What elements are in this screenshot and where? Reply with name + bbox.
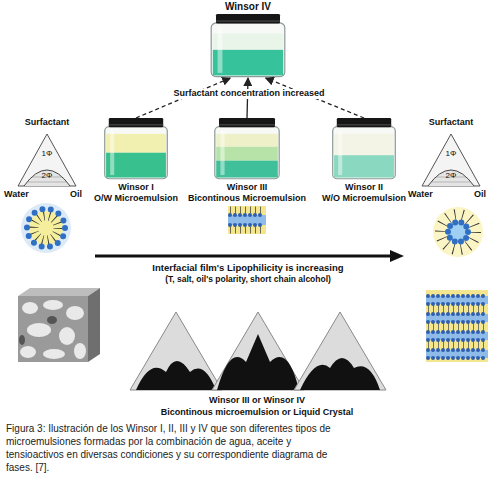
vial-cap [109,118,163,127]
annotation-label: Interfacial film's Lipophilicity is incr… [149,263,346,273]
surfactant-heads [27,209,65,247]
lamellar-stack [426,290,488,362]
vial-cap [219,118,275,127]
phase-triangle [294,312,386,390]
vial-glass [105,127,168,179]
surfactant-tails [441,215,475,249]
channel-shadow [47,316,57,324]
liquid-layer [216,134,278,147]
channel-shadow [19,335,25,345]
node-shape [102,118,170,180]
node-shape [212,118,282,180]
liquid-layer [213,33,283,49]
annotation-label: Bicontinous microemulsion or Liquid Crys… [158,408,357,418]
multiphase-region [217,334,299,390]
water-halo [21,203,71,253]
annotation-label: Surfactant concentration increased [170,89,327,99]
oil-halo [433,207,483,257]
node-label: Water [408,190,448,200]
annotation-label: Winsor III or Winsor IV [206,396,308,406]
surfactant-heads [448,222,468,242]
liquid-layer [334,134,394,155]
block-side-face [88,288,100,362]
node-label: 2Φ [441,172,461,181]
block-top-face [18,288,100,296]
glass-highlight [218,27,223,73]
surfactant-heads [230,215,265,225]
water-layer [228,215,266,225]
glass-highlight [220,130,224,175]
ternary-phase-diagram: Surfactant1Φ2ΦWaterOil [420,132,482,188]
liquid-layer [106,134,166,153]
node-label: Surfactant [2,118,92,128]
trend-arrow-head [390,250,404,262]
node-label: Winsor I [71,183,201,193]
liquid-layer [106,153,166,178]
sample-vial: Winsor IIIBicontinous Microemulsion [212,118,282,180]
surfactant-heads [428,296,487,358]
cap-rib [109,124,163,125]
surfactant-tails [230,210,265,230]
node-label: 1Φ [441,150,461,159]
node-label: Surfactant [406,118,496,128]
channel-blob [22,302,38,314]
two-phase-dome [428,170,474,186]
ternary-phase-diagram: Surfactant1Φ2ΦWaterOil [16,132,78,188]
glass-highlight [110,130,114,175]
liquid-layer [213,50,283,76]
two-phase-dome [24,170,70,186]
sample-vial: Winsor IIW/O Microemulsion [330,118,398,180]
water-core [449,223,467,241]
vial-cap [216,14,280,24]
oil-layer [228,206,266,234]
node-label: 1Φ [37,150,57,159]
vial-glass [333,127,396,179]
surfactant-tails [34,216,58,240]
node-label: Winsor III [182,183,312,193]
cap-rib [219,124,275,125]
phase-triangle [130,312,222,390]
channel-blob [27,323,51,337]
liquid-layer [334,155,394,177]
vial-outline [333,127,396,179]
ternary-triangle [422,134,480,186]
node-shape [330,118,398,180]
multiphase-region [300,358,380,390]
cap-rib [337,124,391,125]
node-label: Water [4,190,44,200]
node-label: Oil [456,190,486,200]
channel-blob [20,346,36,358]
node-label: Bicontinous Microemulsion [182,194,312,204]
phase-triangle [212,312,304,390]
liquid-layer [216,147,278,161]
vial-glass [215,127,279,179]
vial-glass [211,23,285,77]
node-label: O/W Microemulsion [71,194,201,204]
bicontinuous-block [18,296,88,362]
figure-caption: Figura 3: Ilustración de los Winsor I, I… [6,422,341,474]
vial-cap [337,118,391,127]
channel-blob [43,300,63,310]
node-label: 2Φ [37,172,57,181]
node-shape [208,14,288,78]
glass-highlight [338,130,342,175]
vial-outline [105,127,168,179]
annotation-label: (T, salt, oil's polarity, short chain al… [162,275,334,284]
sample-vial: Winsor IV [208,14,288,78]
trend-arrow-shaft [95,255,392,258]
liquid-layer [216,161,278,178]
cap-rib [216,20,280,21]
multiphase-region [136,361,216,390]
vial-outline [215,127,279,179]
ternary-triangle [18,134,76,186]
sample-vial: Winsor IO/W Microemulsion [102,118,170,180]
node-label: Winsor IV [188,1,308,12]
node-label: Oil [52,190,82,200]
channel-blob [66,306,84,320]
vial-outline [211,23,285,77]
channel-blob [43,349,65,359]
channel-blob [74,343,86,359]
channel-blob [59,327,75,345]
